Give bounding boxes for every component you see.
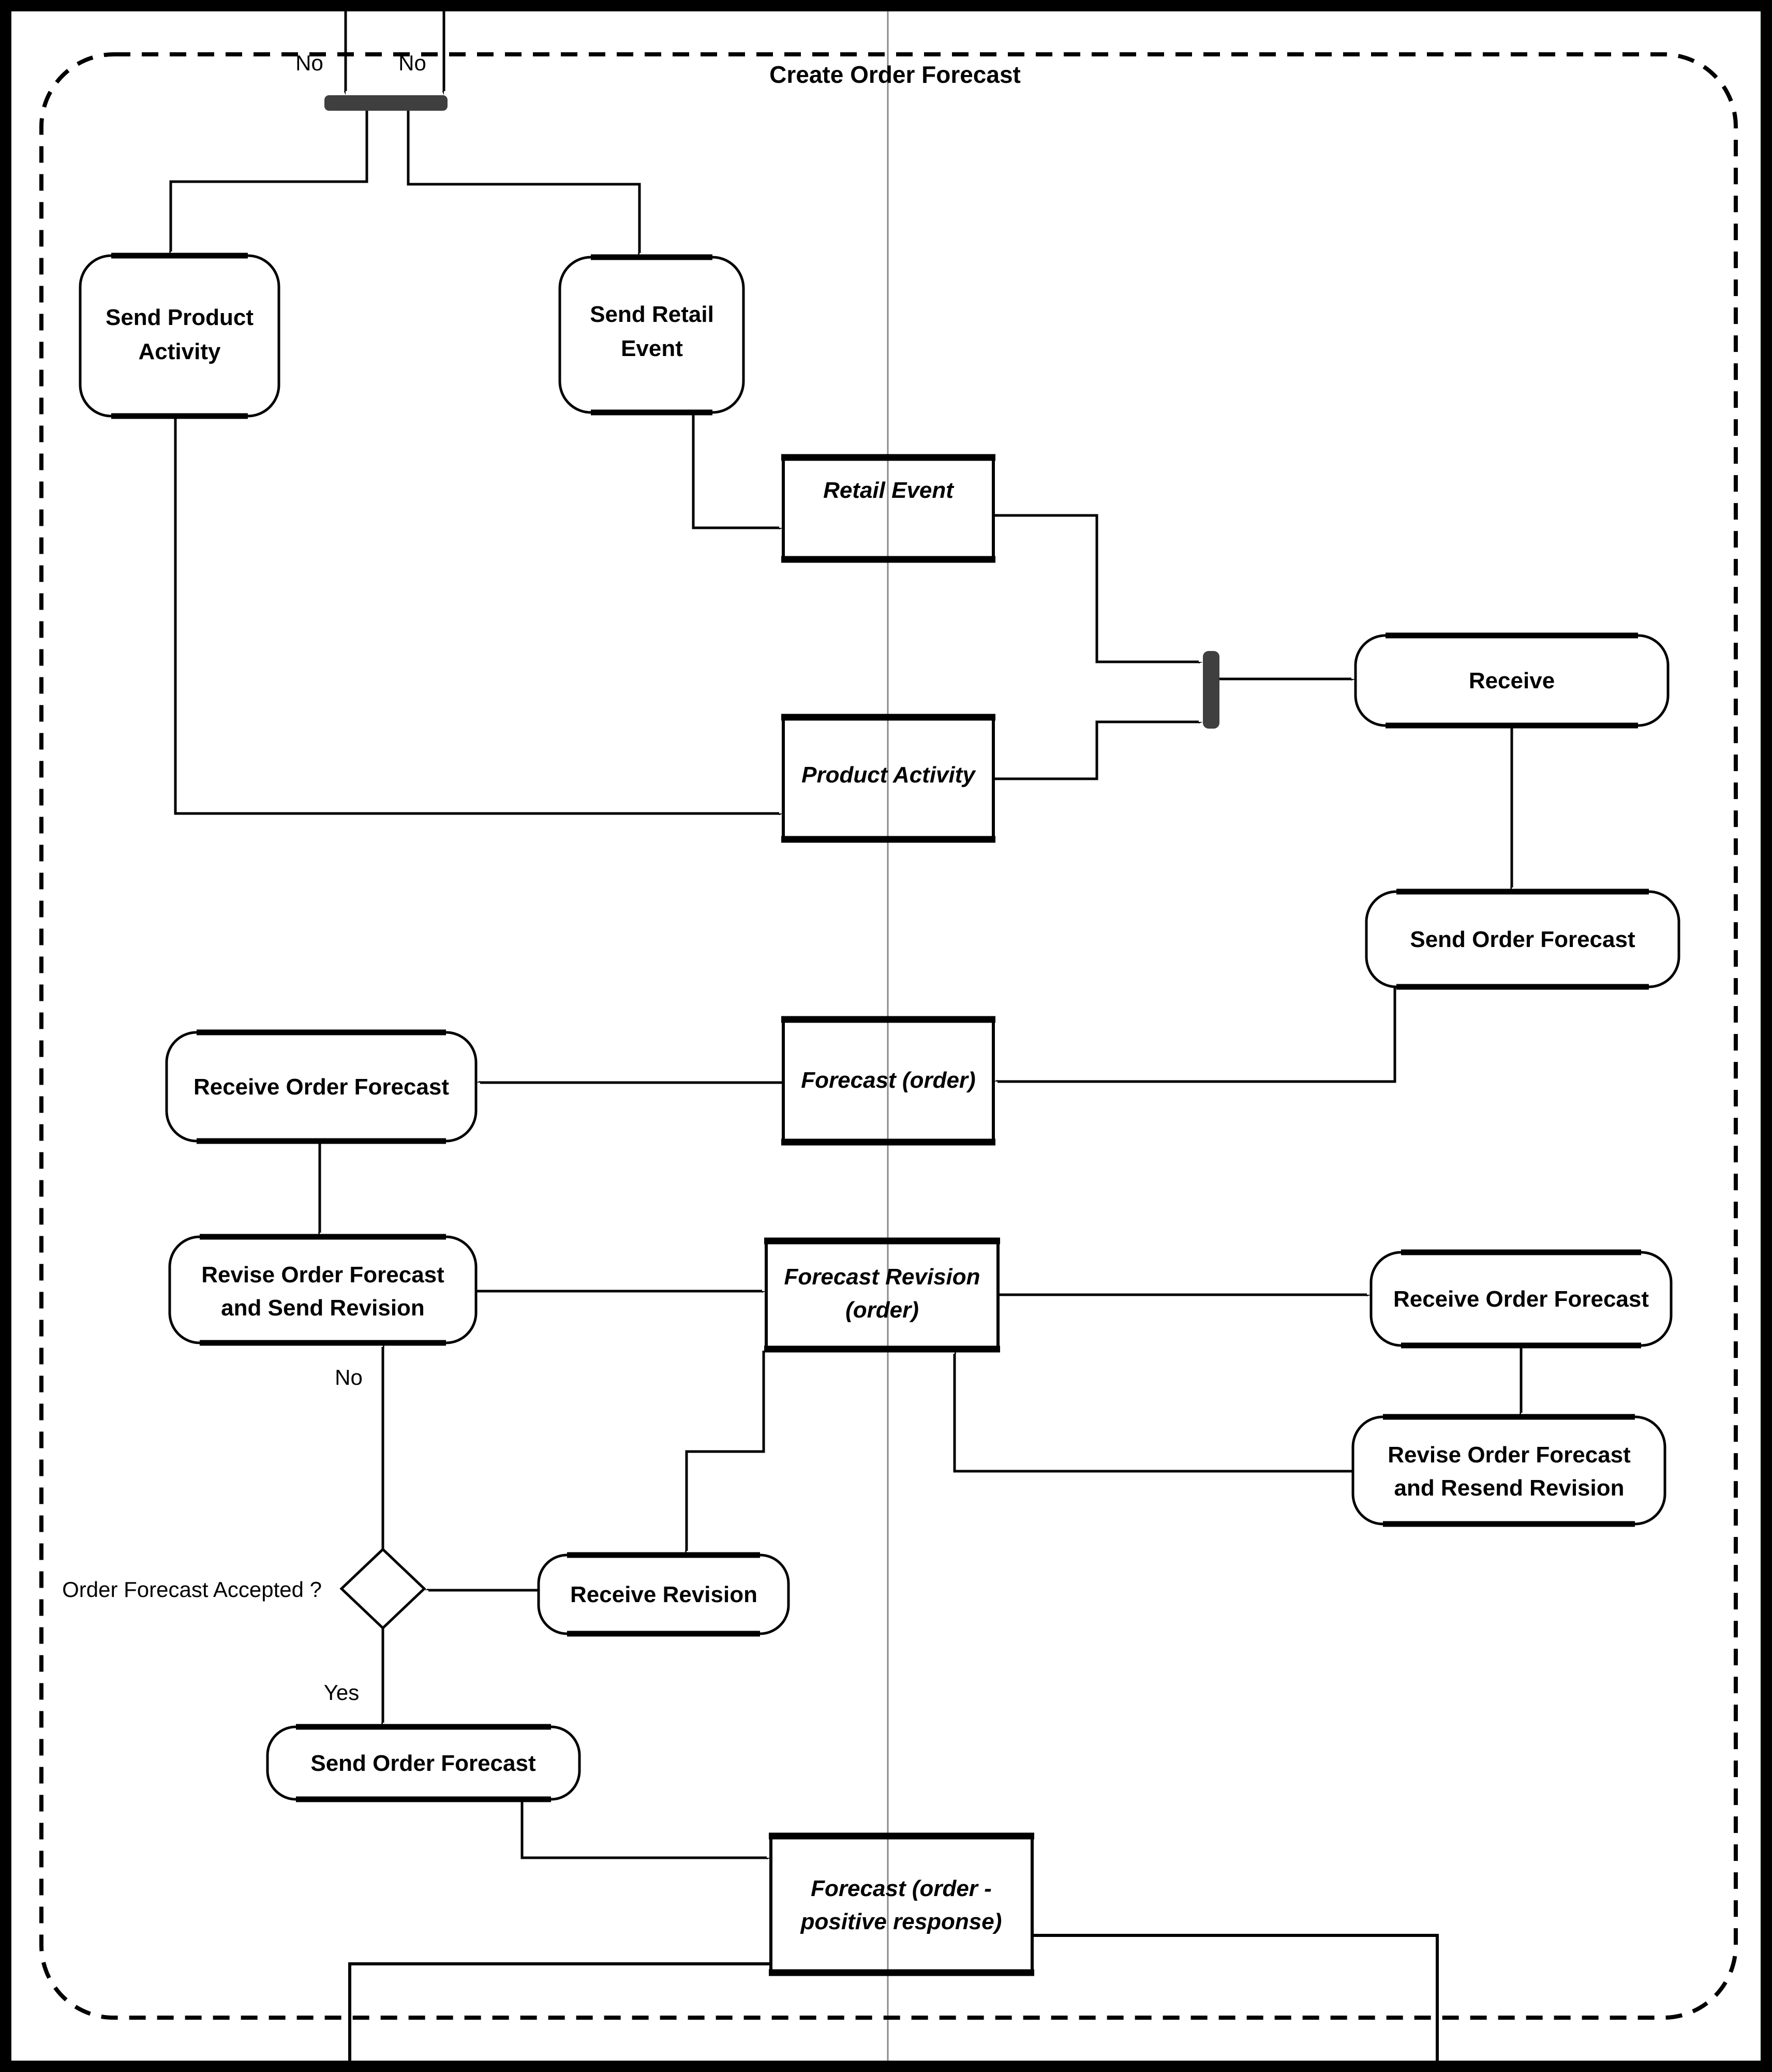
edge-forecast-positive-exit-right bbox=[1032, 1934, 1439, 2066]
svg-text:Send Order Forecast: Send Order Forecast bbox=[310, 1751, 536, 1776]
node-send-order-forecast-top: Send Order Forecast bbox=[1365, 889, 1680, 990]
svg-text:Receive Order Forecast: Receive Order Forecast bbox=[1393, 1286, 1649, 1312]
node-forecast-order: Forecast (order) bbox=[781, 1016, 995, 1146]
edge-send-product-activity-to-product-activity bbox=[174, 416, 779, 813]
edge-send-order-forecast-to-forecast-positive bbox=[520, 1799, 767, 1858]
svg-text:Revise Order Forecast: Revise Order Forecast bbox=[201, 1262, 444, 1287]
svg-text:Send Order Forecast: Send Order Forecast bbox=[1410, 927, 1635, 952]
svg-text:positive response): positive response) bbox=[800, 1909, 1002, 1934]
label-no-top-left: No bbox=[295, 51, 323, 75]
node-send-order-forecast-bottom: Send Order Forecast bbox=[266, 1724, 581, 1802]
svg-text:Receive: Receive bbox=[1469, 668, 1555, 693]
node-receive-order-forecast-left: Receive Order Forecast bbox=[165, 1029, 478, 1144]
edge-send-order-forecast-to-forecast-order bbox=[997, 987, 1396, 1083]
svg-text:and Resend Revision: and Resend Revision bbox=[1394, 1475, 1624, 1501]
svg-text:Send Retail: Send Retail bbox=[590, 302, 714, 327]
svg-text:Send Product: Send Product bbox=[106, 305, 254, 330]
svg-text:Forecast (order -: Forecast (order - bbox=[811, 1876, 992, 1901]
node-receive-order-forecast-right: Receive Order Forecast bbox=[1369, 1249, 1673, 1349]
edge-forecast-revision-to-receive-revision bbox=[687, 1351, 765, 1551]
svg-text:Product Activity: Product Activity bbox=[801, 762, 976, 788]
svg-text:and Send Revision: and Send Revision bbox=[221, 1295, 425, 1321]
node-send-retail-event: Send Retail Event bbox=[558, 254, 745, 416]
edge-resend-revision-back-to-forecast-revision bbox=[953, 1354, 1353, 1473]
node-product-activity: Product Activity bbox=[781, 714, 995, 843]
edge-fork-to-send-retail-event bbox=[407, 111, 641, 253]
node-retail-event: Retail Event bbox=[781, 454, 995, 563]
svg-text:Forecast Revision: Forecast Revision bbox=[784, 1264, 980, 1290]
node-forecast-order-positive-response: Forecast (order - positive response) bbox=[769, 1832, 1034, 1976]
fork-bar bbox=[324, 95, 448, 111]
label-decision-yes: Yes bbox=[324, 1680, 360, 1705]
node-send-product-activity: Send Product Activity bbox=[79, 253, 280, 419]
svg-text:Retail Event: Retail Event bbox=[823, 478, 955, 503]
node-receive-revision: Receive Revision bbox=[537, 1552, 790, 1637]
svg-text:Receive Order Forecast: Receive Order Forecast bbox=[193, 1074, 449, 1100]
create-order-forecast-boundary bbox=[39, 52, 1738, 2020]
svg-text:Event: Event bbox=[621, 336, 683, 361]
label-decision-question: Order Forecast Accepted ? bbox=[62, 1577, 322, 1602]
node-receive: Receive bbox=[1354, 632, 1670, 729]
edge-retail-event-to-join bbox=[993, 514, 1199, 662]
svg-text:Receive Revision: Receive Revision bbox=[570, 1582, 757, 1607]
svg-text:Revise Order Forecast: Revise Order Forecast bbox=[1388, 1442, 1631, 1468]
svg-text:Forecast (order): Forecast (order) bbox=[801, 1068, 975, 1093]
svg-text:Activity: Activity bbox=[139, 339, 221, 364]
edge-send-retail-event-to-retail-event bbox=[692, 412, 779, 528]
node-revise-order-forecast-send-revision: Revise Order Forecast and Send Revision bbox=[168, 1234, 478, 1346]
node-revise-order-forecast-resend-revision: Revise Order Forecast and Resend Revisio… bbox=[1351, 1414, 1666, 1527]
svg-text:(order): (order) bbox=[845, 1297, 919, 1323]
diagram-title: Create Order Forecast bbox=[769, 61, 1021, 88]
join-bar bbox=[1203, 651, 1219, 729]
label-decision-no: No bbox=[335, 1365, 363, 1389]
edge-fork-to-send-product-activity bbox=[171, 111, 368, 251]
edges bbox=[171, 11, 1523, 2066]
node-forecast-revision-order: Forecast Revision (order) bbox=[764, 1237, 1000, 1353]
label-no-top-right: No bbox=[398, 51, 426, 75]
edge-product-activity-to-join bbox=[993, 720, 1199, 780]
decision-order-forecast-accepted bbox=[339, 1547, 426, 1630]
edge-forecast-positive-exit-left bbox=[348, 1962, 771, 2066]
